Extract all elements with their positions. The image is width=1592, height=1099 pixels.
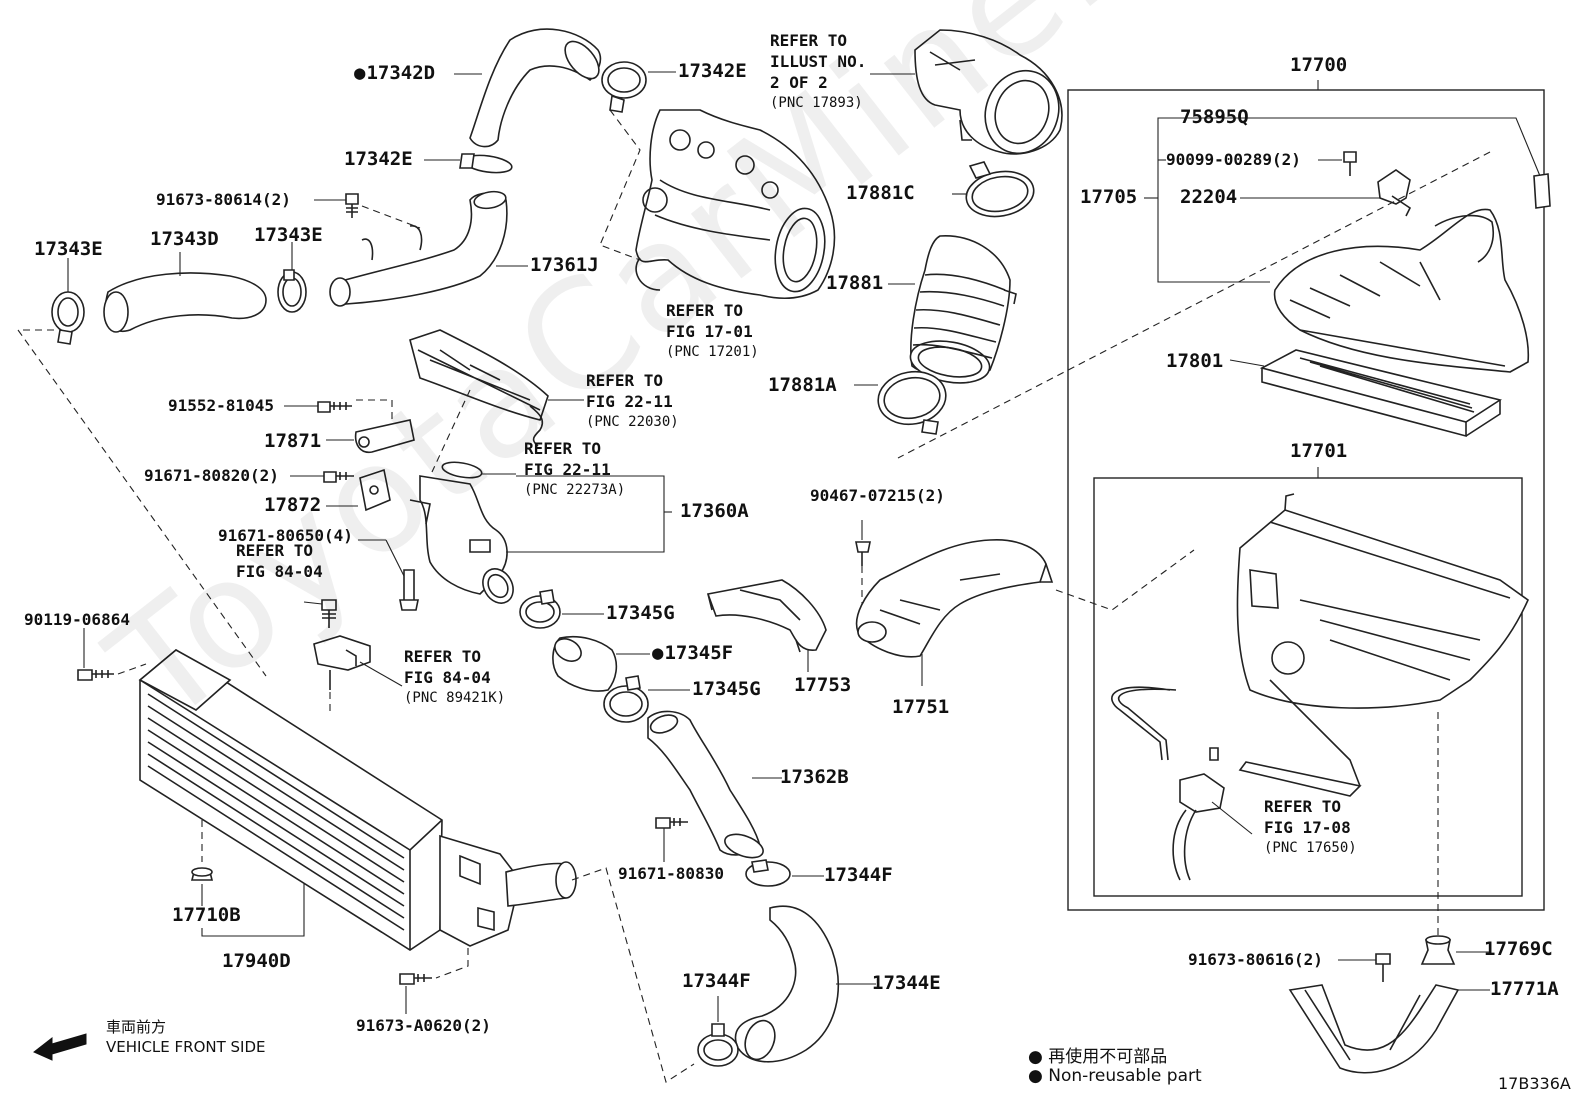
refer-line: FIG 17-01 [666,322,753,341]
refer-line: REFER TO [1264,797,1342,816]
air-cleaner-case [1236,509,1529,709]
refer-pnc: (PNC 22030) [586,414,679,430]
part-label-17343d: 17343D [150,228,219,250]
part-label-17344f-right: 17344F [824,864,893,886]
refer-line: REFER TO [524,439,602,458]
part-label-17881c: 17881C [846,182,915,204]
refer-fig-84-04-b: REFER TO FIG 84-04 (PNC 89421K) [404,646,505,709]
part-label-17872: 17872 [264,494,322,516]
part-label-17342d: 17342D [354,64,435,83]
part-label-17753: 17753 [794,674,852,696]
refer-pnc: (PNC 17650) [1264,840,1357,856]
refer-line: FIG 84-04 [404,668,491,687]
part-label-17345f: 17345F [652,644,733,663]
air-cleaner-cap [1273,208,1530,373]
refer-fig-17-08: REFER TO FIG 17-08 (PNC 17650) [1264,796,1357,859]
part-label-91673-a0620: 91673-A0620(2) [356,1016,491,1035]
refer-line: REFER TO [666,301,744,320]
intercooler-hose-17343d [104,272,267,332]
bracket-17771a [1288,984,1460,1074]
part-label-17940d: 17940D [222,950,291,972]
part-label-17345g-bottom: 17345G [692,678,761,700]
part-label-17700: 17700 [1290,54,1348,76]
intake-connector-17360a [419,475,508,595]
part-label-17701: 17701 [1290,440,1348,462]
part-label-91671-80820: 91671-80820(2) [144,466,279,485]
non-reusable-text-en: Non-reusable part [1048,1066,1202,1086]
diagram-id: 17B336A [1498,1074,1571,1093]
part-label-91552-81045: 91552-81045 [168,396,274,415]
part-label-17881a: 17881A [768,374,837,396]
air-duct-17753 [706,579,827,651]
part-label-17871: 17871 [264,430,322,452]
part-label-17705: 17705 [1080,186,1138,208]
refer-line: REFER TO [404,647,482,666]
part-label-22204: 22204 [1180,186,1238,208]
refer-line: REFER TO [236,541,314,560]
part-label-17710b: 17710B [172,904,241,926]
part-label-17344e: 17344E [872,972,941,994]
part-label-17881: 17881 [826,272,884,294]
refer-illust-2of2: REFER TO ILLUST NO. 2 OF 2 (PNC 17893) [770,30,866,114]
air-cleaner-assembly-box [1067,89,1545,911]
air-cleaner-case-box [1093,477,1523,897]
refer-pnc: (PNC 89421K) [404,690,506,706]
part-label-91671-80650: 91671-80650(4) [218,526,353,545]
vehicle-front-legend-jp: 車両前方 [106,1018,167,1036]
refer-line: FIG 17-08 [1264,818,1351,837]
non-reusable-legend-en: ● Non-reusable part [1028,1066,1202,1086]
refer-fig-22-11-a: REFER TO FIG 22-11 (PNC 22030) [586,370,679,433]
refer-fig-84-04-a: REFER TO FIG 84-04 [236,540,323,582]
refer-fig-17-01: REFER TO FIG 17-01 (PNC 17201) [666,300,759,363]
part-label-90467-07215: 90467-07215(2) [810,486,945,505]
part-label-17751: 17751 [892,696,950,718]
part-label-17361j: 17361J [530,254,599,276]
part-label-91671-80830: 91671-80830 [618,864,724,883]
part-label-17342e-mid: 17342E [344,148,413,170]
part-label-17362b: 17362B [780,766,849,788]
refer-line: ILLUST NO. [770,52,867,71]
non-reusable-dot-icon: ● [1028,1066,1043,1086]
refer-pnc: (PNC 22273A) [524,482,626,498]
part-label-90119-06864: 90119-06864 [24,610,130,629]
part-label-17801: 17801 [1166,350,1224,372]
part-label-17342e-top: 17342E [678,60,747,82]
non-reusable-dot-icon: ● [1028,1047,1043,1067]
part-label-90099-00289: 90099-00289(2) [1166,150,1301,169]
refer-line: FIG 22-11 [586,392,673,411]
part-label-17343e-left: 17343E [34,238,103,260]
refer-line: FIG 84-04 [236,562,323,581]
refer-fig-22-11-b: REFER TO FIG 22-11 (PNC 22273A) [524,438,625,501]
air-duct-17751 [855,539,1047,658]
part-label-91673-80616: 91673-80616(2) [1188,950,1323,969]
refer-line: REFER TO [586,371,664,390]
refer-pnc: (PNC 17201) [666,344,759,360]
intercooler-pipe-17361j [336,192,508,305]
part-label-75895q: 75895Q [1180,106,1249,128]
part-label-17769c: 17769C [1484,938,1553,960]
refer-pnc: (PNC 17893) [770,95,863,111]
non-reusable-text-jp: 再使用不可部品 [1048,1047,1168,1067]
refer-line: 2 OF 2 [770,73,828,92]
part-label-17771a: 17771A [1490,978,1559,1000]
non-reusable-legend-jp: ● 再使用不可部品 [1028,1042,1167,1067]
part-label-17343e-right: 17343E [254,224,323,246]
vehicle-front-arrow [33,1033,87,1061]
part-label-17360a: 17360A [680,500,749,522]
refer-line: FIG 22-11 [524,460,611,479]
vehicle-front-legend-en: VEHICLE FRONT SIDE [106,1038,266,1056]
part-label-91673-80614: 91673-80614(2) [156,190,291,209]
refer-line: REFER TO [770,31,848,50]
part-label-17344f-left: 17344F [682,970,751,992]
part-label-17345g-top: 17345G [606,602,675,624]
